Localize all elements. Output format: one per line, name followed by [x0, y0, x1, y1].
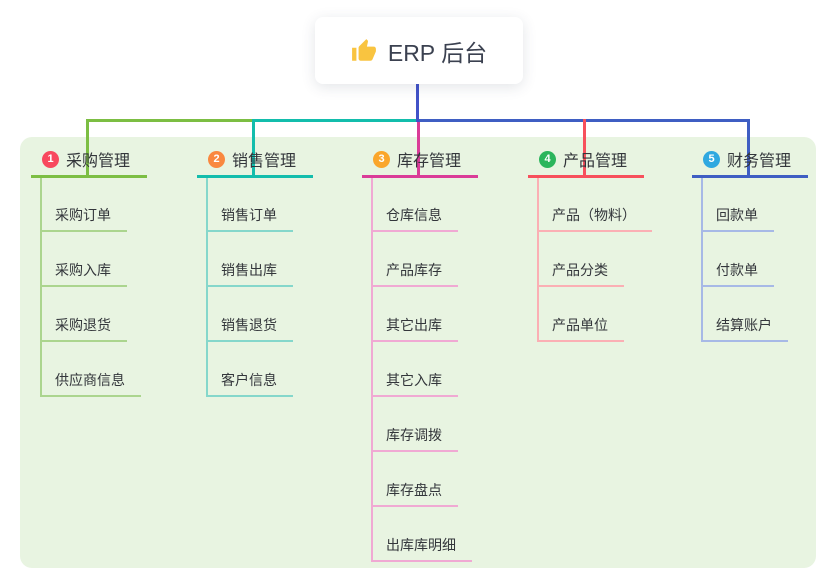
branch-label: 财务管理	[727, 153, 792, 170]
branches-panel	[20, 137, 816, 568]
child-node[interactable]: 结算账户	[701, 315, 788, 342]
thumbs-up-icon	[351, 38, 377, 64]
branch-drop-line-1	[86, 119, 89, 178]
child-node[interactable]: 其它入库	[371, 370, 458, 397]
child-node[interactable]: 客户信息	[206, 370, 293, 397]
child-node[interactable]: 产品单位	[537, 315, 624, 342]
branch-label: 采购管理	[66, 153, 131, 170]
branch-number-badge: 5	[703, 150, 720, 168]
branch-drop-line-2	[252, 119, 255, 178]
branch-number-badge: 1	[42, 150, 59, 168]
child-node[interactable]: 采购订单	[40, 205, 127, 232]
branch-label: 销售管理	[232, 153, 297, 170]
branch-drop-line-3	[417, 122, 420, 178]
bus-segment-sales	[252, 119, 416, 122]
child-node[interactable]: 采购入库	[40, 260, 127, 287]
branch-drop-line-4	[583, 119, 586, 178]
child-node[interactable]: 产品分类	[537, 260, 624, 287]
root-label: ERP 后台	[387, 39, 488, 66]
branch-trunk-line-2	[206, 178, 208, 397]
bus-segment-purchase	[86, 119, 255, 122]
child-node[interactable]: 库存盘点	[371, 480, 458, 507]
branch-number-badge: 2	[208, 150, 225, 168]
child-node[interactable]: 销售订单	[206, 205, 293, 232]
child-node[interactable]: 供应商信息	[40, 370, 141, 397]
branch-label: 库存管理	[397, 153, 462, 170]
child-node[interactable]: 仓库信息	[371, 205, 458, 232]
child-node[interactable]: 产品（物料）	[537, 205, 652, 232]
child-node[interactable]: 回款单	[701, 205, 774, 232]
child-node[interactable]: 付款单	[701, 260, 774, 287]
branch-trunk-line-4	[537, 178, 539, 342]
branch-node-2[interactable]: 2 销售管理	[197, 146, 314, 178]
branch-node-3[interactable]: 3 库存管理	[362, 146, 479, 178]
child-node[interactable]: 采购退货	[40, 315, 127, 342]
branch-node-5[interactable]: 5 财务管理	[692, 146, 809, 178]
branch-trunk-line-3	[371, 178, 373, 562]
branch-number-badge: 4	[539, 150, 556, 168]
root-node[interactable]: ERP 后台	[315, 17, 523, 84]
branch-node-1[interactable]: 1 采购管理	[31, 146, 148, 178]
root-connector-line	[416, 84, 419, 122]
child-node[interactable]: 出库库明细	[371, 535, 472, 562]
branch-node-4[interactable]: 4 产品管理	[528, 146, 645, 178]
branch-trunk-line-1	[40, 178, 42, 397]
branch-label: 产品管理	[563, 153, 628, 170]
branch-number-badge: 3	[373, 150, 390, 168]
branch-trunk-line-5	[701, 178, 703, 342]
child-node[interactable]: 其它出库	[371, 315, 458, 342]
branch-drop-line-5	[747, 119, 750, 178]
child-node[interactable]: 产品库存	[371, 260, 458, 287]
child-node[interactable]: 销售退货	[206, 315, 293, 342]
child-node[interactable]: 销售出库	[206, 260, 293, 287]
child-node[interactable]: 库存调拨	[371, 425, 458, 452]
